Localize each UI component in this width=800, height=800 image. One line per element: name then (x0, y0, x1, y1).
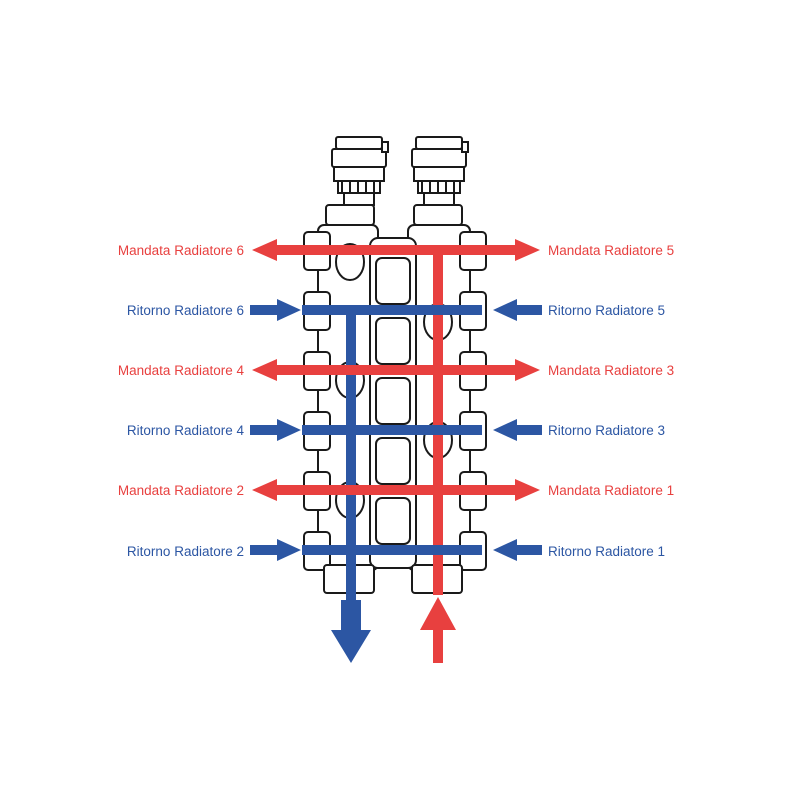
arrow-right-icon (250, 419, 301, 441)
arrow-left-icon (252, 239, 298, 261)
labels: Mandata Radiatore 6 Mandata Radiatore 5 … (118, 243, 674, 559)
left-supply-arrows (252, 239, 298, 501)
label-mandata-5: Mandata Radiatore 5 (548, 243, 674, 258)
air-vent-valve-icon (411, 136, 469, 226)
supply-trunk (433, 250, 443, 595)
label-ritorno-2: Ritorno Radiatore 2 (127, 544, 244, 559)
label-mandata-1: Mandata Radiatore 1 (548, 483, 674, 498)
return-flow (331, 310, 371, 663)
label-mandata-2: Mandata Radiatore 2 (118, 483, 244, 498)
label-ritorno-6: Ritorno Radiatore 6 (127, 303, 244, 318)
arrow-right-icon (250, 299, 301, 321)
arrow-left-icon (252, 479, 298, 501)
right-supply-arrows (486, 239, 540, 501)
label-mandata-4: Mandata Radiatore 4 (118, 363, 245, 378)
label-ritorno-5: Ritorno Radiatore 5 (548, 303, 665, 318)
return-lines (302, 305, 482, 555)
supply-inlet-arrow (420, 597, 456, 663)
air-vent-valve-icon (325, 136, 389, 226)
label-ritorno-1: Ritorno Radiatore 1 (548, 544, 665, 559)
arrow-right-icon (486, 239, 540, 261)
arrow-left-icon (252, 359, 298, 381)
return-trunk (346, 310, 356, 610)
label-ritorno-4: Ritorno Radiatore 4 (127, 423, 245, 438)
arrow-left-icon (493, 299, 542, 321)
right-return-arrows (493, 299, 542, 561)
arrow-right-icon (486, 479, 540, 501)
arrow-left-icon (493, 539, 542, 561)
arrow-right-icon (486, 359, 540, 381)
label-mandata-3: Mandata Radiatore 3 (548, 363, 674, 378)
label-ritorno-3: Ritorno Radiatore 3 (548, 423, 665, 438)
arrow-left-icon (493, 419, 542, 441)
supply-flow (420, 250, 456, 663)
label-mandata-6: Mandata Radiatore 6 (118, 243, 244, 258)
left-return-arrows (250, 299, 301, 561)
supply-lines (296, 245, 486, 495)
arrow-right-icon (250, 539, 301, 561)
return-outlet-arrow (331, 600, 371, 663)
